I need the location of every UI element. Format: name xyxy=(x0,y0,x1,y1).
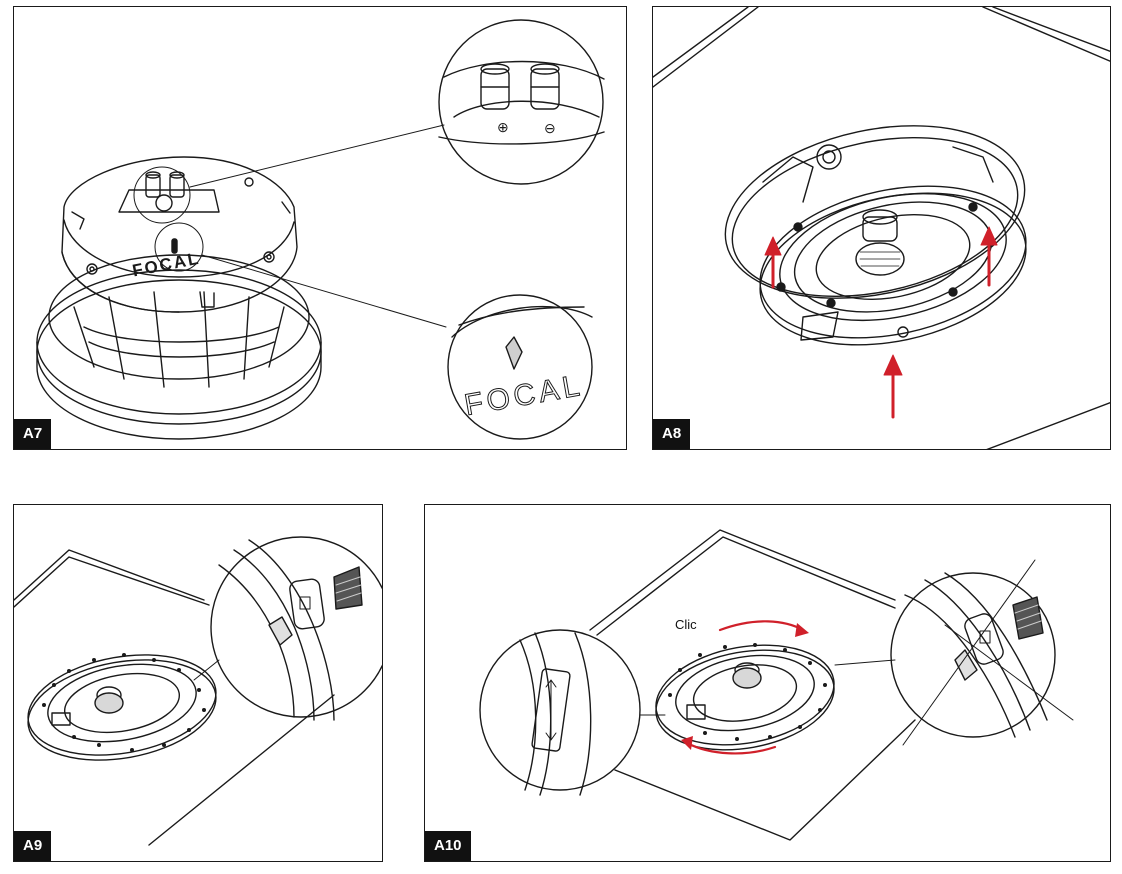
panel-a7-label: A7 xyxy=(14,419,52,449)
panel-a9-label: A9 xyxy=(14,831,52,861)
clic-label: Clic xyxy=(675,617,697,632)
panel-a8-label: A8 xyxy=(653,419,691,449)
plus-terminal-symbol: ⊕ xyxy=(497,119,509,135)
panel-a8: A8 xyxy=(652,6,1111,450)
panel-a7: FOCAL ⊕ ⊖ FOCAL A7 xyxy=(13,6,627,450)
speaker-rotation-illustration xyxy=(479,529,1074,841)
speaker-insertion-illustration xyxy=(653,7,1110,449)
minus-terminal-symbol: ⊖ xyxy=(544,120,556,136)
panel-a9: A9 xyxy=(13,504,383,862)
panel-a10: Clic A10 xyxy=(424,504,1111,862)
panel-a10-label: A10 xyxy=(425,831,471,861)
speaker-back-illustration xyxy=(36,19,605,440)
speaker-mounted-illustration xyxy=(14,536,382,846)
